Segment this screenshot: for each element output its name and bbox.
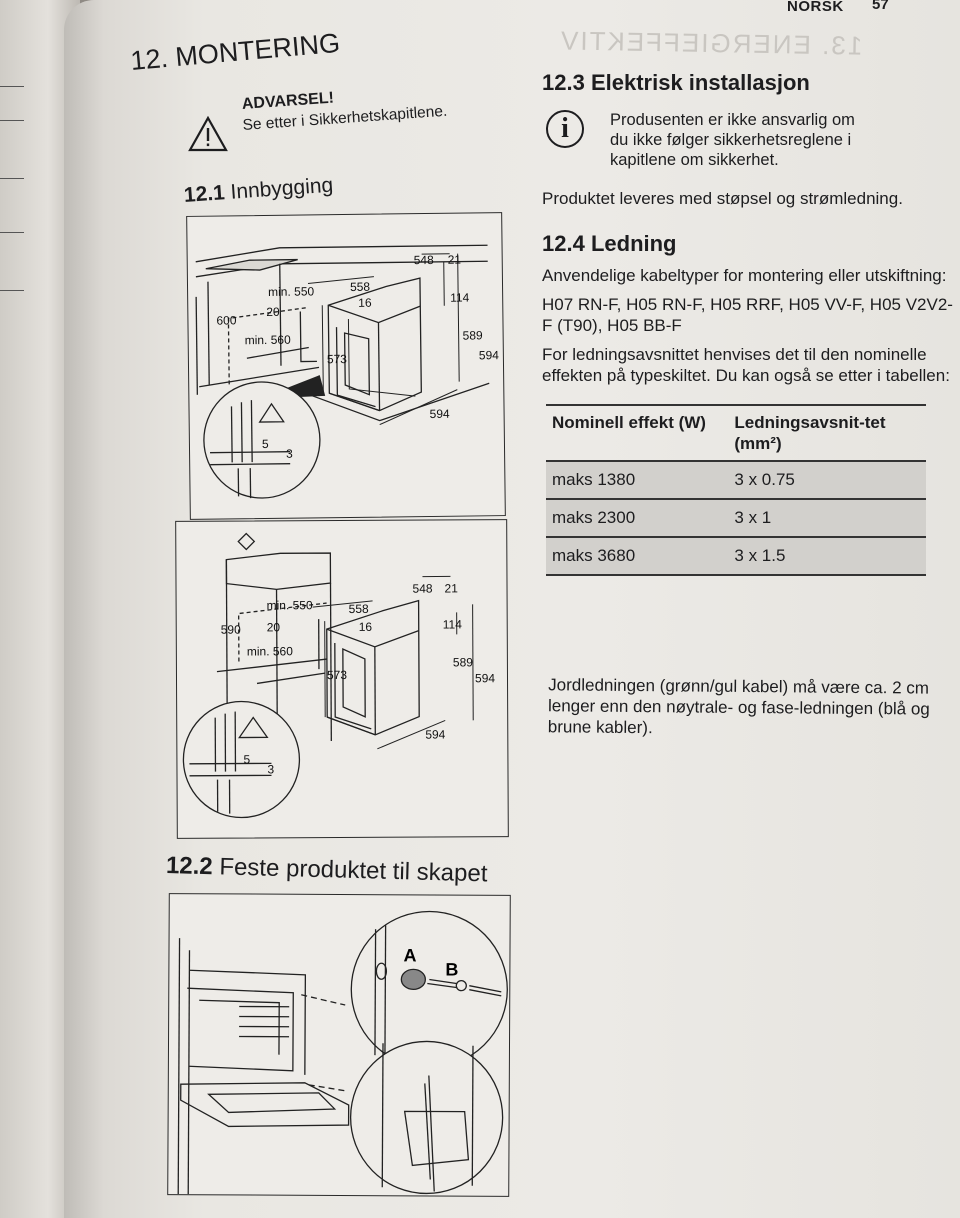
cable-table: Nominell effekt (W) Ledningsavsnit-tet (… bbox=[546, 404, 926, 576]
dim-label: 20 bbox=[267, 620, 281, 634]
dim-label: 21 bbox=[444, 581, 458, 595]
dim-label: 558 bbox=[349, 602, 369, 616]
header-language: NORSK bbox=[787, 0, 844, 15]
grounding-note: Jordledningen (grønn/gul kabel) må være … bbox=[547, 675, 930, 738]
dim-label: 594 bbox=[479, 348, 500, 362]
dim-label: 16 bbox=[358, 296, 372, 310]
table-cell: 3 x 1.5 bbox=[728, 537, 926, 576]
page-edge-rule bbox=[0, 86, 24, 87]
subsection-title: Innbygging bbox=[229, 173, 334, 204]
page-edge-rule bbox=[0, 290, 24, 291]
bleed-through-heading: 13. ENERGIEFFEKTIV bbox=[558, 25, 863, 61]
dim-label: 548 bbox=[414, 253, 435, 267]
dim-label: 5 bbox=[262, 437, 269, 451]
oven-cabinet-drawing: min. 550 20 600 min. 560 558 16 548 21 1… bbox=[195, 244, 500, 499]
subsection-heading-12-2: 12.2 Feste produktet til skapet bbox=[166, 852, 488, 888]
table-row: maks 3680 3 x 1.5 bbox=[546, 537, 926, 576]
manual-page: 13. ENERGIEFFEKTIV NORSK 57 12. MONTERIN… bbox=[64, 0, 960, 1218]
page-edge-rule bbox=[0, 232, 24, 233]
dim-label: 5 bbox=[243, 752, 250, 766]
table-cell: maks 2300 bbox=[546, 499, 729, 538]
subsection-number: 12.4 bbox=[542, 231, 585, 256]
subsection-title: Feste produktet til skapet bbox=[219, 853, 488, 888]
table-cell: maks 1380 bbox=[546, 461, 729, 500]
dim-label: 600 bbox=[216, 313, 237, 327]
dim-label: 548 bbox=[412, 582, 432, 596]
oven-fixing-drawing: A B bbox=[177, 910, 508, 1195]
dim-label: 114 bbox=[443, 617, 463, 631]
dim-label: 573 bbox=[327, 668, 347, 682]
dim-label: 20 bbox=[266, 305, 280, 319]
table-header: Ledningsavsnit-tet (mm²) bbox=[728, 404, 926, 462]
dim-label: 594 bbox=[430, 407, 451, 421]
paragraph: Produktet leveres med støpsel og strømle… bbox=[542, 189, 903, 208]
table-header: Nominell effekt (W) bbox=[546, 404, 729, 462]
subsection-heading-12-1: 12.1 Innbygging bbox=[183, 174, 334, 208]
dim-label: 114 bbox=[450, 290, 470, 304]
paragraph: For ledningsavsnittet henvises det til d… bbox=[542, 345, 950, 385]
info-icon: i bbox=[546, 110, 584, 148]
page-edge-rule bbox=[0, 120, 24, 121]
info-text: Produsenten er ikke ansvarlig om du ikke… bbox=[610, 111, 855, 169]
dim-label: 16 bbox=[359, 620, 373, 634]
table-cell: maks 3680 bbox=[546, 537, 729, 576]
oven-cabinet-drawing: min. 550 20 590 min. 560 558 16 548 21 1… bbox=[182, 532, 495, 819]
callout-label: B bbox=[445, 960, 458, 980]
cable-types: H07 RN-F, H05 RN-F, H05 RRF, H05 VV-F, H… bbox=[542, 295, 953, 335]
info-notice: i Produsenten er ikke ansvarlig om du ik… bbox=[542, 110, 960, 170]
dim-label: min. 550 bbox=[268, 284, 315, 299]
dim-label: 590 bbox=[221, 623, 241, 637]
page-number: 57 bbox=[872, 0, 889, 13]
table-cell: 3 x 1 bbox=[728, 499, 926, 538]
subsection-heading-12-4: 12.4 Ledning bbox=[542, 231, 960, 257]
table-row: maks 2300 3 x 1 bbox=[546, 499, 926, 538]
subsection-number: 12.2 bbox=[165, 852, 214, 881]
subsection-title: Elektrisk installasjon bbox=[590, 70, 810, 95]
table-row: maks 1380 3 x 0.75 bbox=[546, 461, 926, 500]
warning-triangle-icon bbox=[188, 116, 228, 152]
dim-label: 594 bbox=[475, 671, 495, 685]
dim-label: 589 bbox=[463, 328, 484, 342]
dim-label: 3 bbox=[286, 447, 293, 461]
subsection-number: 12.1 bbox=[183, 181, 226, 207]
dim-label: 21 bbox=[448, 253, 462, 267]
dim-label: 558 bbox=[350, 280, 371, 294]
section-title: 12. MONTERING bbox=[129, 27, 342, 77]
callout-label: A bbox=[403, 945, 416, 965]
dim-label: min. 550 bbox=[267, 598, 313, 612]
installation-diagram-under-counter: min. 550 20 600 min. 560 558 16 548 21 1… bbox=[186, 212, 506, 520]
subsection-heading-12-3: 12.3 Elektrisk installasjon bbox=[542, 70, 960, 96]
paragraph: Anvendelige kabeltyper for montering ell… bbox=[542, 266, 947, 285]
dim-label: 3 bbox=[267, 762, 274, 776]
installation-diagram-tall-cabinet: min. 550 20 590 min. 560 558 16 548 21 1… bbox=[175, 519, 509, 839]
right-column: 12.3 Elektrisk installasjon i Produsente… bbox=[542, 70, 960, 576]
subsection-number: 12.3 bbox=[542, 70, 585, 95]
fixing-diagram: A B bbox=[167, 893, 511, 1197]
dim-label: 594 bbox=[425, 727, 445, 741]
dim-label: min. 560 bbox=[245, 333, 292, 348]
subsection-title: Ledning bbox=[590, 231, 677, 256]
dim-label: 573 bbox=[327, 352, 348, 366]
dim-label: 589 bbox=[453, 655, 473, 669]
table-cell: 3 x 0.75 bbox=[728, 461, 926, 500]
dim-label: min. 560 bbox=[247, 644, 293, 658]
page-edge-rule bbox=[0, 178, 24, 179]
